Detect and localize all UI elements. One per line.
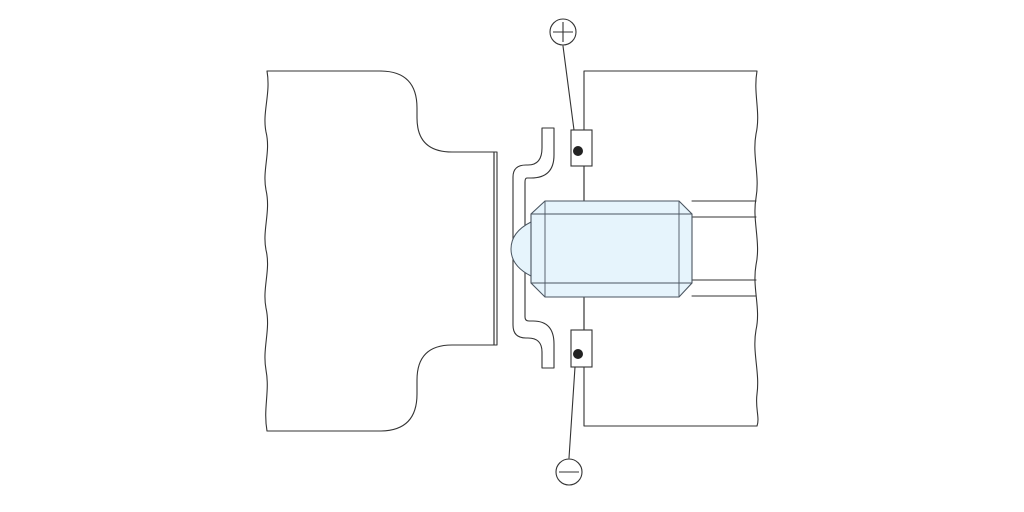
- separator-plate: [493, 151, 498, 346]
- right-housing: [583, 70, 759, 427]
- left-body: [264, 70, 495, 432]
- negative-leader: [568, 366, 576, 459]
- positive-leader: [562, 45, 575, 131]
- top-terminal-dot: [573, 146, 583, 156]
- bottom-terminal: [570, 329, 593, 368]
- bottom-terminal-dot: [573, 349, 583, 359]
- bent-clip: [512, 127, 555, 369]
- domed-tip: [510, 221, 532, 277]
- negative-symbol-icon: [555, 458, 583, 486]
- positive-symbol-icon: [549, 18, 577, 46]
